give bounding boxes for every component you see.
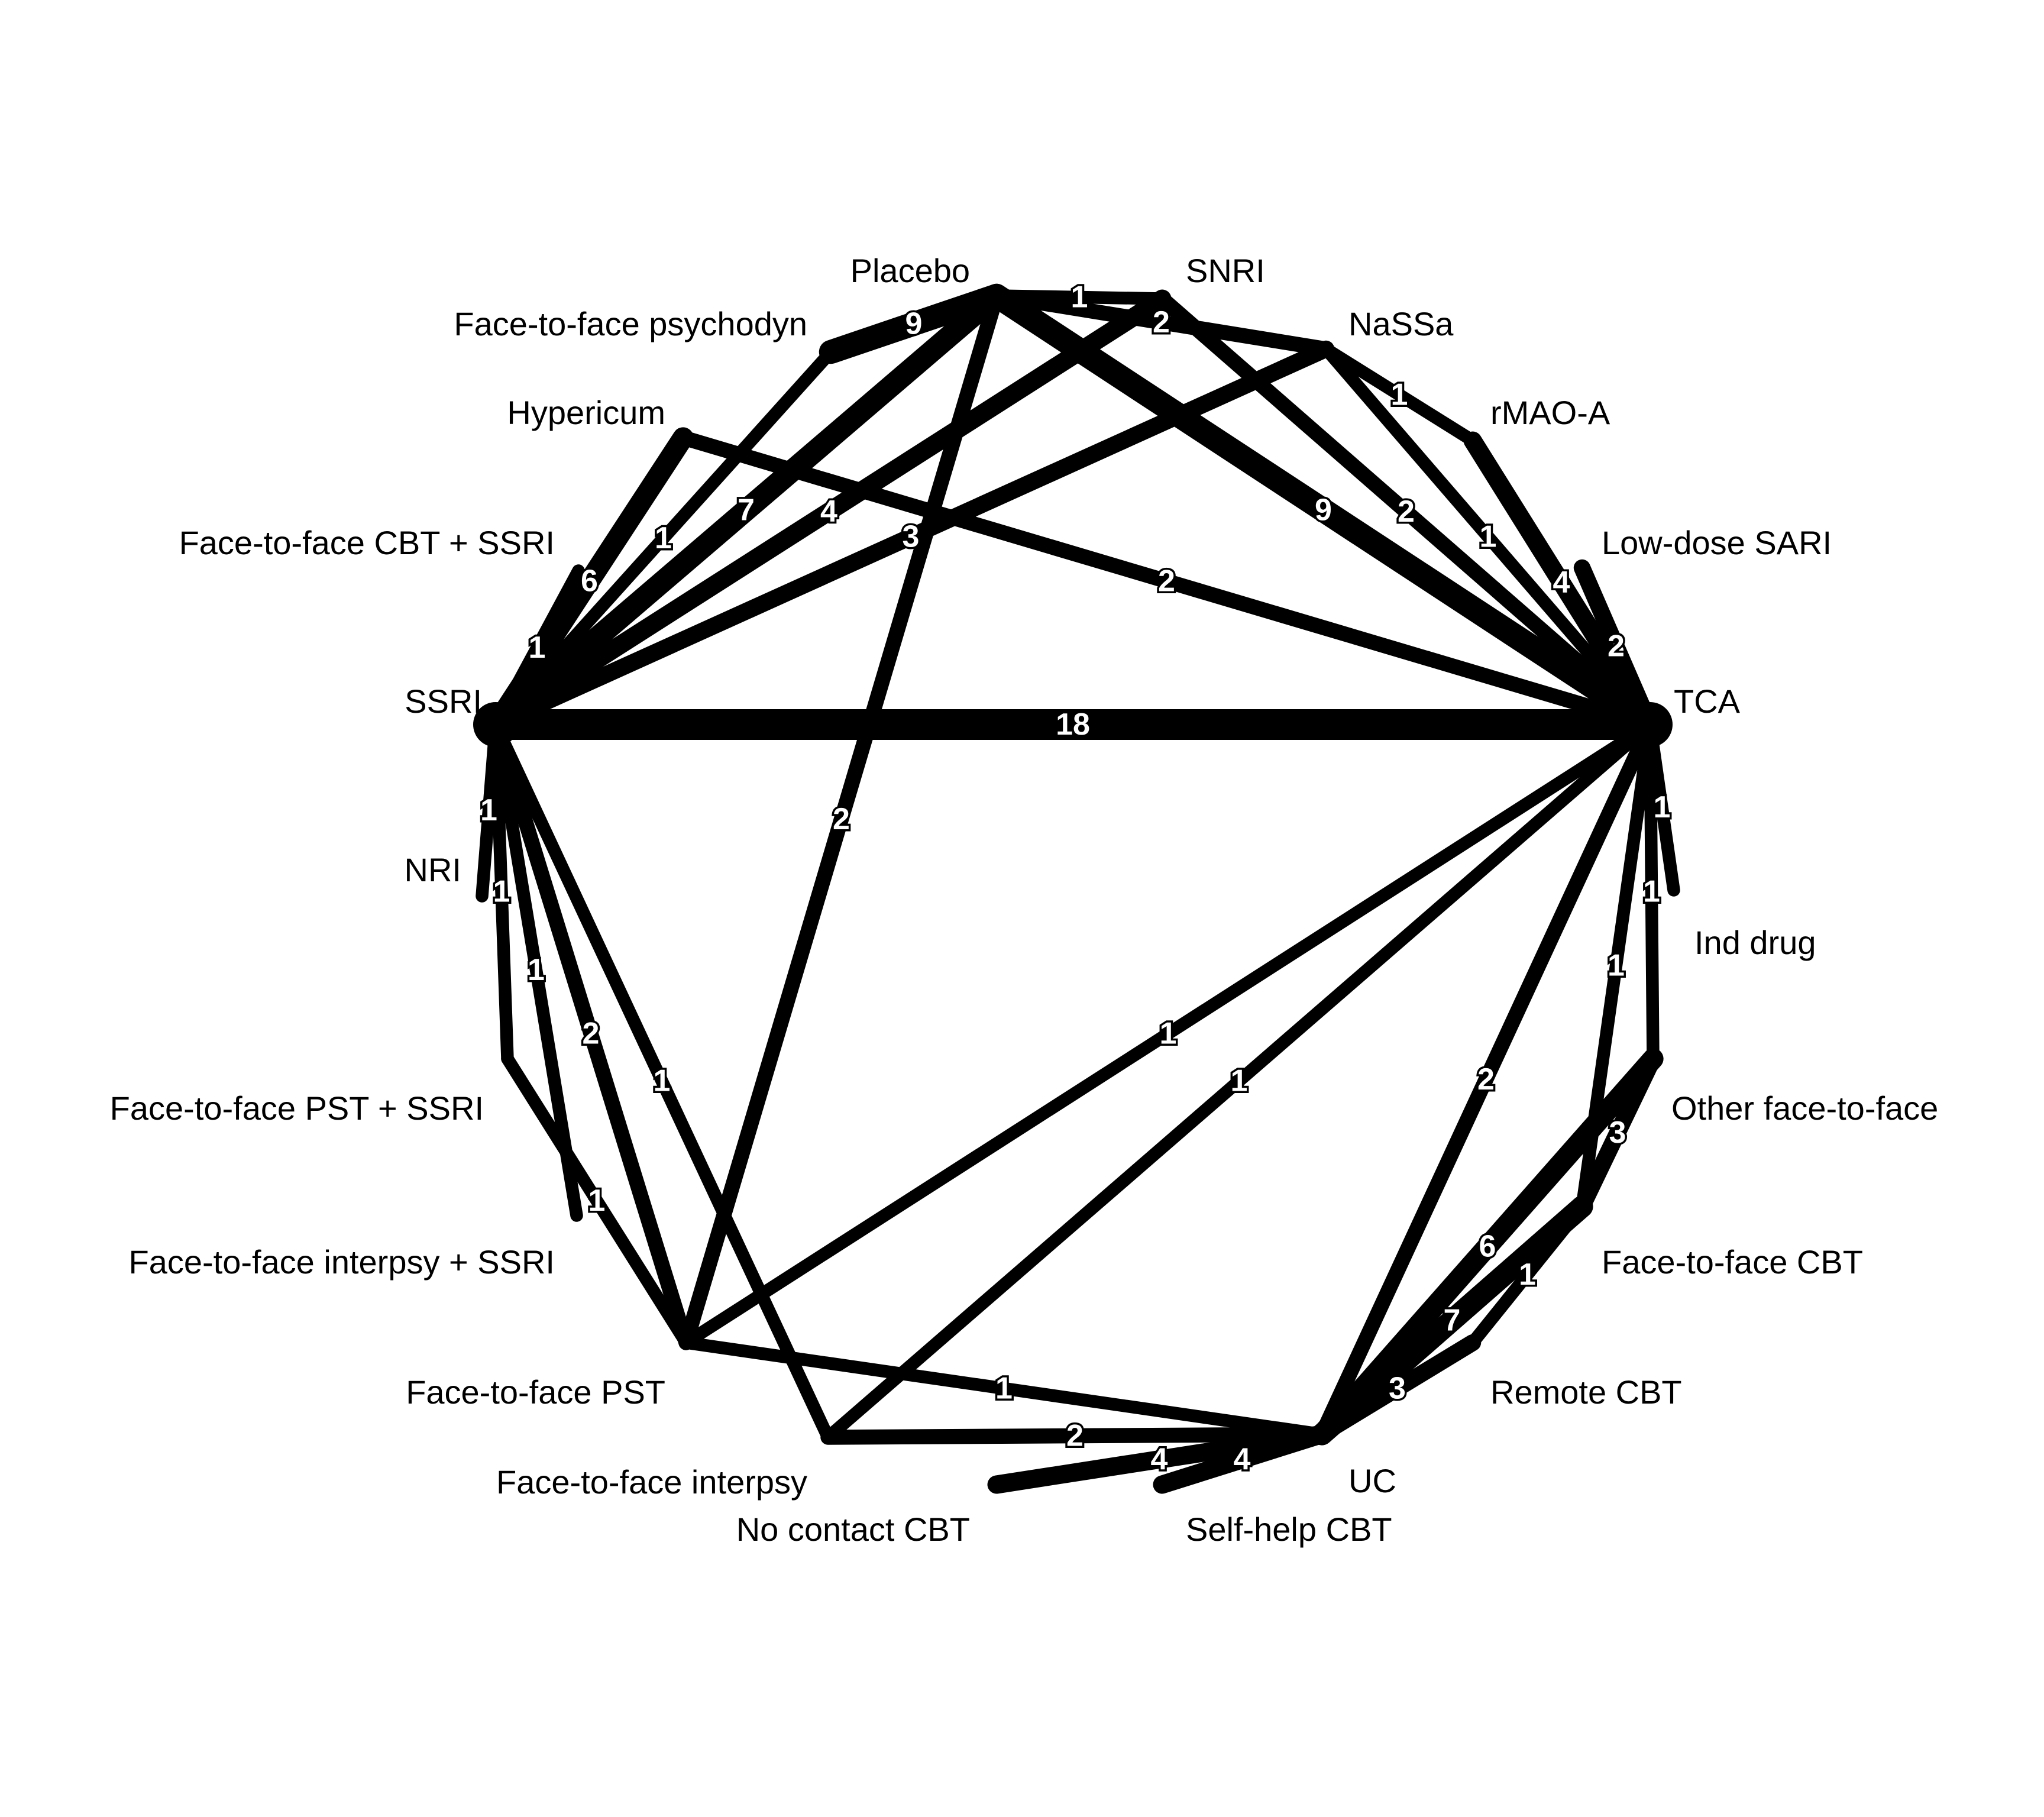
edge-f2finterpsy-uc bbox=[820, 1427, 1330, 1445]
edge-ssri-f2fpst bbox=[488, 717, 694, 1350]
edge-label-snri-ssri: 4 bbox=[820, 494, 837, 529]
edge-label-otherf2f-uc: 6 bbox=[1479, 1230, 1496, 1264]
edge-label-f2finterpsy-uc: 2 bbox=[1066, 1419, 1084, 1453]
edges-layer bbox=[476, 283, 1680, 1494]
node-label-remotecbt: Remote CBT bbox=[1490, 1373, 1682, 1411]
node-label-rmaoa: rMAO-A bbox=[1490, 394, 1610, 431]
node-dot-ssri bbox=[473, 702, 518, 747]
edge-label-placebo-snri: 1 bbox=[1071, 280, 1088, 315]
node-label-f2fpst: Face-to-face PST bbox=[406, 1373, 665, 1411]
edge-snri-tca bbox=[1154, 291, 1658, 732]
node-label-f2finterpsy: Face-to-face interpsy bbox=[496, 1463, 807, 1501]
edge-label-tca-inddrug: 1 bbox=[1654, 790, 1671, 825]
edge-label-f2fcbt-uc: 7 bbox=[1444, 1304, 1461, 1338]
node-label-uc: UC bbox=[1348, 1462, 1396, 1499]
edge-label-ssri-f2fpsychodyn: 1 bbox=[655, 521, 672, 555]
edge-label-snri-tca: 2 bbox=[1398, 494, 1415, 529]
nodes-layer bbox=[473, 702, 1673, 747]
edge-label-tca-otherf2f: 1 bbox=[1643, 875, 1660, 909]
edge-label-nassa-ssri: 3 bbox=[903, 520, 920, 554]
edge-label-ssri-f2finterpsyssri: 1 bbox=[528, 953, 545, 987]
edge-remotecbt-uc bbox=[1313, 1334, 1482, 1443]
edge-f2fcbt-uc bbox=[1311, 1195, 1593, 1446]
node-label-nassa: NaSSa bbox=[1348, 305, 1454, 342]
edge-placebo-f2fpst bbox=[678, 288, 1004, 1350]
node-label-f2fpsychodyn: Face-to-face psychodyn bbox=[454, 305, 807, 342]
node-label-tca: TCA bbox=[1674, 683, 1741, 720]
node-label-snri: SNRI bbox=[1186, 252, 1265, 289]
edge-ssri-f2fcbtssri bbox=[489, 564, 585, 731]
edge-ssri-f2fpstssri bbox=[489, 718, 514, 1065]
edge-label-tca-uc: 2 bbox=[1477, 1062, 1495, 1097]
edge-label-f2fpstssri-f2fpst: 1 bbox=[588, 1184, 606, 1218]
edge-label-ssri-f2fpstssri: 1 bbox=[493, 875, 510, 909]
edge-placebo-tca bbox=[984, 283, 1663, 737]
edge-placebo-nassa bbox=[989, 288, 1334, 357]
edge-label-f2fpst-tca: 1 bbox=[1160, 1017, 1177, 1051]
node-label-lowsari: Low-dose SARI bbox=[1602, 524, 1832, 561]
node-label-ssri: SSRI bbox=[405, 683, 482, 720]
edge-nassa-tca bbox=[1319, 342, 1657, 731]
edge-label-remotecbt-uc: 3 bbox=[1389, 1372, 1406, 1406]
node-dot-tca bbox=[1628, 702, 1673, 747]
edge-f2fpst-tca bbox=[680, 718, 1657, 1349]
node-label-f2finterpsyssri: Face-to-face interpsy + SSRI bbox=[128, 1243, 555, 1281]
edge-label-rmaoa-tca: 4 bbox=[1553, 565, 1570, 600]
edge-f2finterpsy-tca bbox=[822, 718, 1657, 1444]
node-label-f2fpstssri: Face-to-face PST + SSRI bbox=[110, 1089, 484, 1127]
edge-selfhelp-uc bbox=[1153, 1425, 1331, 1494]
node-label-inddrug: Ind drug bbox=[1694, 924, 1816, 961]
edge-f2fcbt-remotecbt bbox=[1466, 1200, 1589, 1349]
node-label-nri: NRI bbox=[405, 851, 461, 888]
edge-label-nassa-tca: 1 bbox=[1480, 520, 1497, 554]
edge-f2fpstssri-f2fpst bbox=[501, 1052, 693, 1349]
edge-ssri-f2finterpsyssri bbox=[489, 718, 583, 1222]
edge-label-selfhelp-uc: 4 bbox=[1234, 1443, 1251, 1477]
edge-label-placebo-ssri: 7 bbox=[738, 493, 755, 528]
edge-tca-lowsari bbox=[1574, 560, 1658, 732]
edge-labels-layer: 1899764321222114321111121111121116371324… bbox=[478, 278, 1673, 1479]
edge-label-placebo-f2fpst: 2 bbox=[833, 802, 850, 836]
edge-label-placebo-tca: 9 bbox=[1315, 493, 1332, 528]
edge-label-hypericum-tca: 2 bbox=[1158, 564, 1175, 599]
edge-label-ssri-f2fcbtssri: 1 bbox=[529, 631, 546, 665]
node-labels-layer: TCA SSRI Placebo SNRI NaSSa rMAO-A Low-dose SA… bbox=[110, 252, 1939, 1548]
edge-ssri-f2finterpsy bbox=[489, 718, 835, 1444]
node-label-f2fcbtssri: Face-to-face CBT + SSRI bbox=[179, 524, 555, 561]
edge-nassa-ssri bbox=[487, 340, 1335, 733]
edge-nassa-rmaoa bbox=[1319, 342, 1479, 447]
node-label-hypericum: Hypericum bbox=[507, 394, 665, 431]
edge-label-f2finterpsy-tca: 1 bbox=[1231, 1064, 1248, 1098]
edge-label-placebo-nassa: 2 bbox=[1153, 305, 1170, 340]
edge-label-ssri-f2finterpsy: 1 bbox=[654, 1064, 671, 1098]
node-label-otherf2f: Other face-to-face bbox=[1671, 1089, 1938, 1127]
edge-snri-ssri bbox=[486, 289, 1172, 734]
edge-label-hypericum-ssri: 6 bbox=[581, 564, 598, 599]
edge-label-otherf2f-f2fcbt: 3 bbox=[1609, 1116, 1626, 1150]
edge-label-nocontact-uc: 4 bbox=[1151, 1443, 1168, 1477]
edge-placebo-ssri bbox=[484, 284, 1008, 736]
edge-label-nassa-rmaoa: 1 bbox=[1391, 378, 1408, 412]
edge-tca-uc bbox=[1314, 717, 1658, 1442]
node-label-placebo: Placebo bbox=[850, 252, 970, 289]
edge-label-ssri-tca: 18 bbox=[1056, 707, 1090, 742]
edge-tca-otherf2f bbox=[1644, 718, 1660, 1065]
node-label-selfhelp: Self-help CBT bbox=[1186, 1511, 1392, 1548]
node-label-f2fcbt: Face-to-face CBT bbox=[1602, 1243, 1863, 1281]
edge-label-ssri-nri: 1 bbox=[480, 793, 497, 827]
edge-label-lowsari-tca: 3 bbox=[1608, 629, 1625, 664]
edge-label-tca-lowsari: 2 bbox=[1608, 629, 1625, 664]
edge-ssri-f2fpsychodyn bbox=[489, 345, 837, 731]
edge-f2fpst-uc bbox=[680, 1336, 1328, 1441]
node-label-nocontact: No contact CBT bbox=[736, 1511, 970, 1548]
edge-label-f2fcbt-remotecbt: 1 bbox=[1519, 1257, 1536, 1292]
edge-label-tca-f2fcbt: 1 bbox=[1608, 949, 1625, 983]
edge-otherf2f-f2fcbt bbox=[1573, 1050, 1662, 1215]
edge-label-placebo-f2fpsychodyn: 9 bbox=[905, 307, 923, 341]
edge-label-f2fpst-uc: 1 bbox=[995, 1372, 1013, 1406]
edge-hypericum-tca bbox=[675, 430, 1658, 732]
edge-label-ssri-f2fpst: 2 bbox=[583, 1017, 600, 1051]
